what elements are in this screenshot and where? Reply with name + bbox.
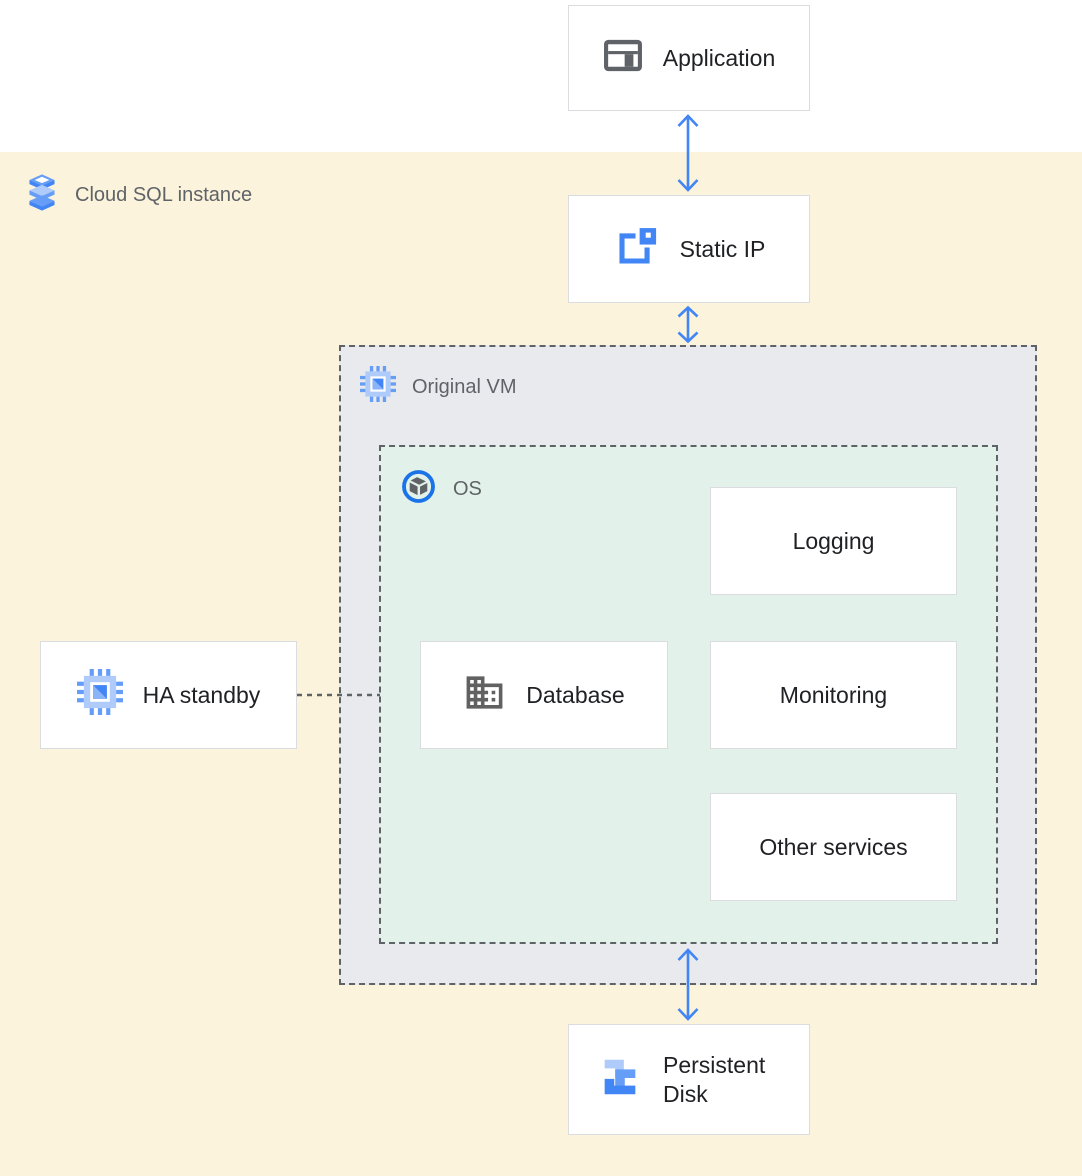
node-logging: Logging <box>710 487 957 595</box>
node-monitoring: Monitoring <box>710 641 957 749</box>
node-database-label: Database <box>526 681 625 708</box>
static-ip-icon <box>613 223 660 276</box>
original-vm-label: Original VM <box>360 366 516 408</box>
node-static-ip-label: Static IP <box>679 235 766 262</box>
node-application-label: Application <box>662 44 776 71</box>
application-icon <box>603 39 643 78</box>
original-vm-label-text: Original VM <box>412 375 517 398</box>
node-other-services-label: Other services <box>759 833 908 860</box>
database-icon <box>463 671 506 720</box>
node-logging-label: Logging <box>792 527 875 554</box>
edge-ha-standby-dashed-line <box>297 693 380 697</box>
cloud-sql-instance-label-text: Cloud SQL instance <box>75 184 253 206</box>
compute-engine-icon <box>360 366 396 408</box>
persistent-disk-icon <box>597 1054 643 1106</box>
edge-os-persistentdisk-arrow <box>677 948 699 1021</box>
node-persistent-disk: Persistent Disk <box>568 1024 810 1135</box>
os-icon <box>400 468 437 511</box>
node-persistent-disk-label: Persistent Disk <box>663 1051 766 1107</box>
compute-engine-icon <box>76 669 123 721</box>
node-ha-standby: HA standby <box>40 641 297 749</box>
edge-application-staticip-arrow <box>677 114 699 192</box>
node-ha-standby-label: HA standby <box>142 681 261 708</box>
node-static-ip: Static IP <box>568 195 810 303</box>
node-application: Application <box>568 5 810 111</box>
cloud-sql-icon <box>25 173 59 218</box>
node-other-services: Other services <box>710 793 957 901</box>
edge-staticip-vm-arrow <box>677 305 699 344</box>
node-database: Database <box>420 641 668 749</box>
cloud-sql-instance-label: Cloud SQL instance <box>25 173 252 218</box>
os-label-text: OS <box>453 478 482 500</box>
node-monitoring-label: Monitoring <box>779 681 888 708</box>
os-label: OS <box>400 468 482 511</box>
